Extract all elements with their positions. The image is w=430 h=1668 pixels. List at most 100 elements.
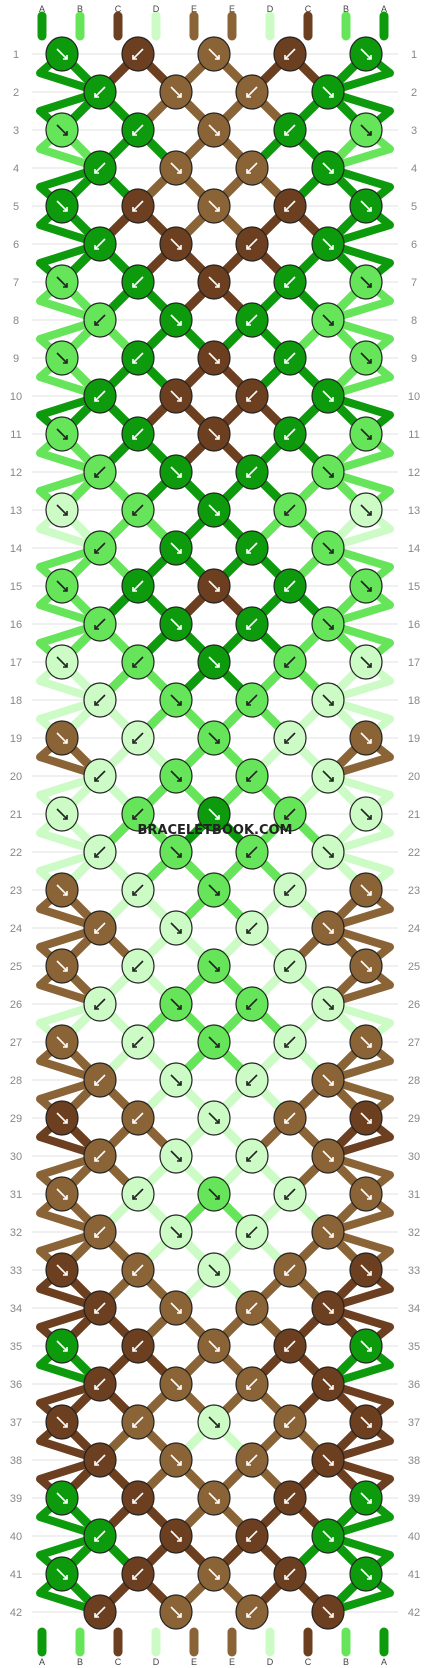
arrow-icon [284,200,296,212]
arrowhead-icon [329,1081,334,1086]
knot [159,226,193,262]
knot [197,1480,231,1516]
arrowhead-icon [94,853,99,858]
knot [311,1594,345,1630]
arrow-icon [246,694,258,706]
arrowhead-icon [215,1575,220,1580]
knot [349,644,383,680]
row-number: 9 [13,353,19,365]
knot [311,1518,345,1554]
knot [121,1480,155,1516]
arrow-icon [56,1492,68,1504]
arrowhead-icon [94,701,99,706]
knot [197,872,231,908]
row-number: 39 [10,1493,22,1505]
arrowhead-icon [63,1423,68,1428]
arrow-icon [94,466,106,478]
arrowhead-icon [284,55,289,60]
arrow-icon [284,732,296,744]
arrowhead-icon [215,131,220,136]
arrowhead-icon [63,55,68,60]
knot [273,1024,307,1060]
arrowhead-icon [246,625,251,630]
arrowhead-icon [63,359,68,364]
row-number: 4 [411,163,417,175]
arrowhead-icon [284,207,289,212]
arrow-icon [208,48,220,60]
arrowhead-icon [246,321,251,326]
row-number: 16 [408,619,420,631]
strand-label: D [153,1657,160,1667]
row-number: 21 [408,809,420,821]
arrowhead-icon [246,1461,251,1466]
arrowhead-icon [329,245,334,250]
knot [273,1100,307,1136]
row-number: 39 [408,1493,420,1505]
knot [197,1404,231,1440]
arrowhead-icon [284,283,289,288]
row-number: 42 [408,1607,420,1619]
row-number: 38 [408,1455,420,1467]
knot [235,1214,269,1250]
arrowhead-icon [284,967,289,972]
arrow-icon [170,390,182,402]
row-number: 4 [13,163,19,175]
arrow-icon [208,884,220,896]
knot [159,986,193,1022]
knot [159,150,193,186]
arrow-icon [56,1112,68,1124]
arrowhead-icon [215,1195,220,1200]
arrowhead-icon [246,1613,251,1618]
arrow-icon [132,1340,144,1352]
row-number: 33 [408,1265,420,1277]
arrow-icon [170,1226,182,1238]
arrow-icon [360,1340,372,1352]
row-number: 14 [10,543,22,555]
row-number: 27 [10,1037,22,1049]
knot [45,1556,79,1592]
arrowhead-icon [94,169,99,174]
arrow-icon [284,808,296,820]
row-number: 10 [10,391,22,403]
row-number: 6 [411,239,417,251]
knot [311,150,345,186]
knot [45,1404,79,1440]
arrowhead-icon [367,207,372,212]
row-number: 8 [13,315,19,327]
arrow-icon [170,694,182,706]
knot [273,644,307,680]
arrow-icon [170,1302,182,1314]
strand-label: D [267,4,274,14]
row-number: 35 [408,1341,420,1353]
row-number: 26 [408,999,420,1011]
arrow-icon [208,1264,220,1276]
arrowhead-icon [329,1613,334,1618]
arrow-icon [170,618,182,630]
row-number: 30 [408,1151,420,1163]
arrowhead-icon [132,283,137,288]
knot [273,720,307,756]
knot [311,910,345,946]
arrowhead-icon [284,1347,289,1352]
arrow-icon [94,542,106,554]
row-number: 6 [13,239,19,251]
arrowhead-icon [215,283,220,288]
arrow-icon [284,352,296,364]
knot [45,36,79,72]
arrowhead-icon [63,511,68,516]
arrowhead-icon [246,549,251,554]
arrowhead-icon [284,815,289,820]
arrow-icon [94,618,106,630]
knot [121,1176,155,1212]
arrow-icon [208,1568,220,1580]
knot [121,1100,155,1136]
knot [121,948,155,984]
arrowhead-icon [63,1347,68,1352]
knot [83,758,117,794]
arrowhead-icon [63,739,68,744]
arrowhead-icon [329,929,334,934]
knot [349,188,383,224]
row-number: 17 [408,657,420,669]
knot [349,568,383,604]
row-number: 35 [10,1341,22,1353]
